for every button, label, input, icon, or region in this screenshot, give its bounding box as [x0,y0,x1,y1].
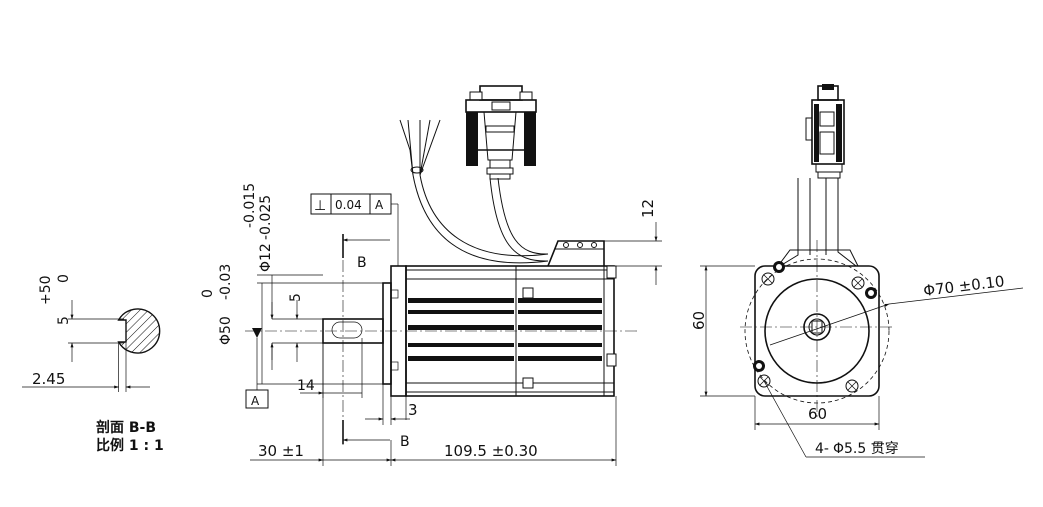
datum-a-label: A [251,394,260,408]
cable-bundle [412,174,549,264]
motor-body [405,265,617,420]
section-mark-bottom: B [400,434,410,450]
section-cut-marks [342,234,390,445]
shaft-diameter-dims [257,274,383,385]
datum-a [245,328,269,409]
pilot-diameter: Φ50 [218,316,234,345]
pilot-tol-upper: 0 [200,289,216,298]
section-title: 剖面 B-B [96,419,156,436]
front-height-dim [700,265,755,397]
hole-leader [763,380,925,458]
section-view-bb: +50 0 5 2.45 剖面 B-B 比例 1 : 1 [22,274,164,454]
pilot-tol-lower: -0.03 [218,264,234,300]
shaft-tol-lower: -0.025 [258,195,274,240]
connector-height-label: 12 [639,199,657,218]
section-scale: 比例 1 : 1 [96,437,164,454]
section-tol-upper: +50 [38,275,54,305]
key-depth-dim: 5 [288,293,304,302]
shaft-section [117,308,161,354]
side-view: 12 ⊥ 0.04 A B B [200,85,662,466]
section-key-width: 5 [56,316,72,325]
key-length-label: 14 [297,378,315,394]
section-tol-lower: 0 [56,274,72,283]
flange-thickness-dim [365,384,410,425]
pcd-leader [769,287,1024,346]
connector-housing [547,240,605,267]
front-connector [811,84,845,179]
motor-shaft [245,318,640,344]
holes-label: Φ5.5 贯穿 [833,441,899,457]
shaft-length-label: 30 ±1 [258,442,304,460]
length-dims [250,343,617,466]
perpendicularity-value: 0.04 [335,198,362,212]
front-width-label: 60 [808,405,827,423]
section-dimension-lines [22,300,150,392]
mounting-holes [753,261,877,393]
front-cables [779,117,857,267]
shaft-tol-upper: -0.015 [242,183,258,228]
section-offset-dim: 2.45 [32,370,65,388]
front-connector-base [777,249,859,267]
connector-height-dim [604,222,662,285]
section-mark-top: B [357,255,367,271]
shaft-diameter: Φ12 [258,243,274,272]
front-view: 60 60 Φ70 ±0.10 4- Φ5.5 贯穿 [690,84,1024,458]
front-width-dim [754,396,880,430]
flange-thickness-label: 3 [408,401,418,419]
body-length-label: 109.5 ±0.30 [444,442,538,460]
encoder-connector [465,85,537,180]
front-height-label: 60 [690,311,708,330]
pcd-label: Φ70 ±0.10 [922,272,1005,300]
perpendicularity-symbol: ⊥ [314,198,326,214]
perpendicularity-frame [310,193,399,266]
holes-prefix: 4- [815,441,829,457]
power-leads [399,119,441,176]
perpendicularity-datum: A [375,198,384,212]
